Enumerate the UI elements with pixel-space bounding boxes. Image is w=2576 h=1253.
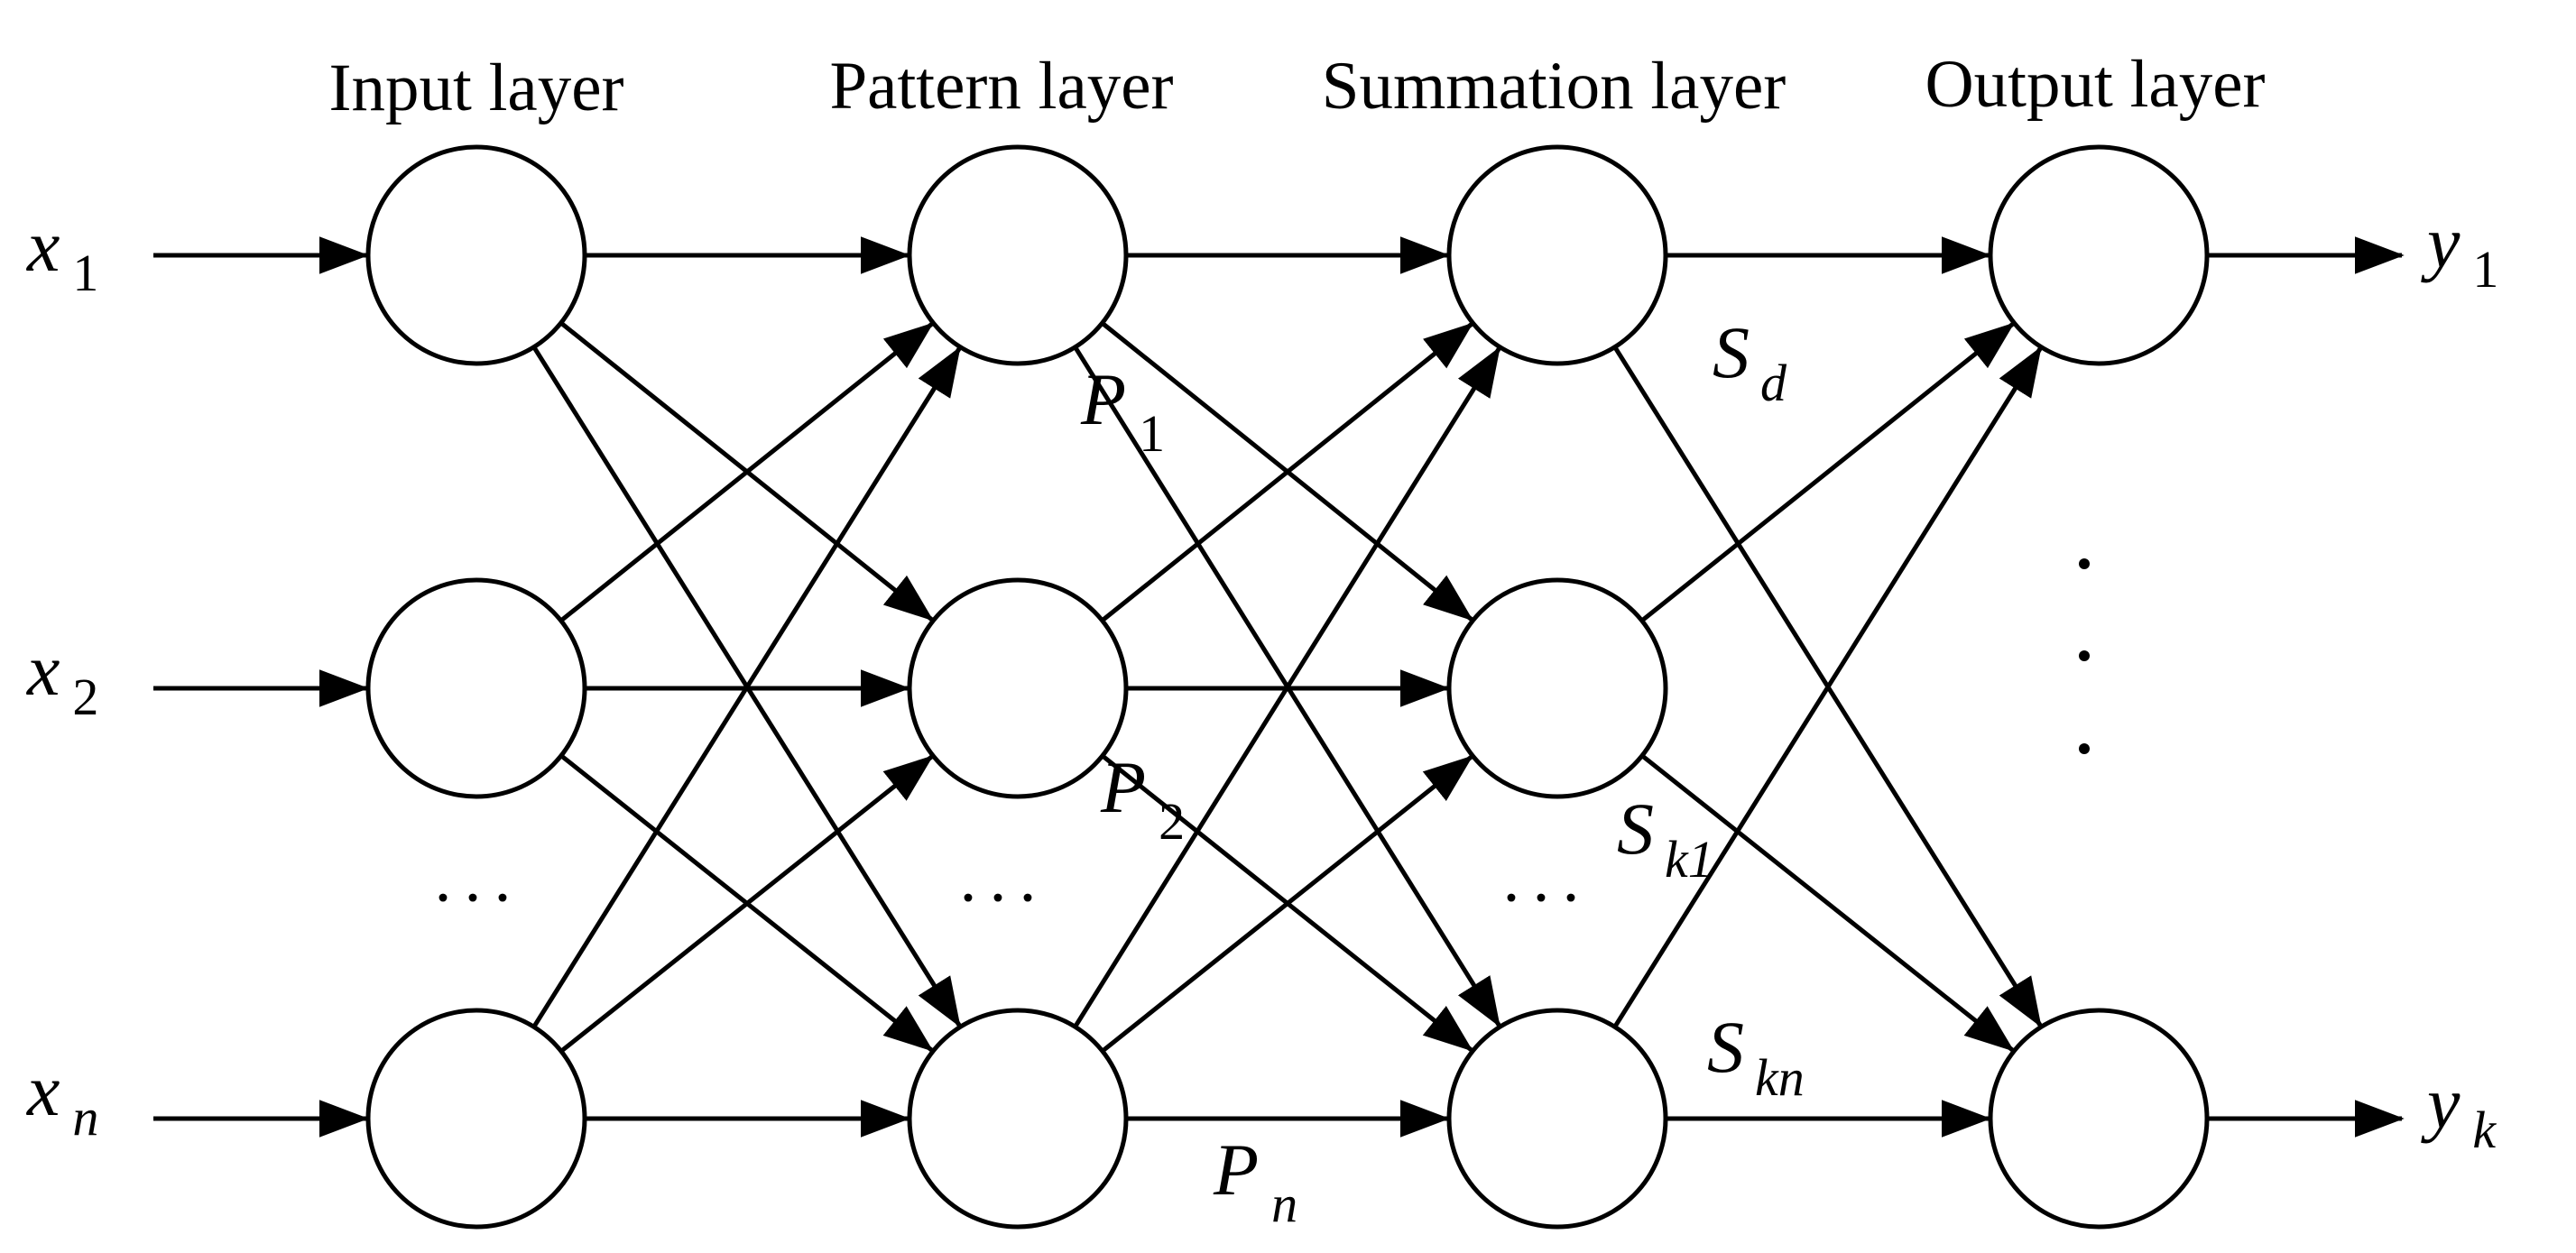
input-layer-ellipsis: ··· xyxy=(432,861,522,935)
input-to-pattern-edge-2-1 xyxy=(559,322,934,622)
input-neuron-2 xyxy=(365,577,587,799)
output-neuron-2 xyxy=(1988,1008,2210,1230)
pattern-to-summation-edge-3-1 xyxy=(1073,346,1501,1028)
pattern-layer-ellipsis: ··· xyxy=(957,861,1047,935)
summation-to-output-edge-3-1 xyxy=(1612,346,2043,1028)
pattern-to-summation-edge-3-2 xyxy=(1101,755,1473,1054)
input-neuron-3 xyxy=(365,1008,587,1230)
output-neuron-1 xyxy=(1988,144,2210,366)
pattern-neuron-2 xyxy=(907,577,1129,799)
summation-neuron-1 xyxy=(1446,144,1668,366)
summation-layer-ellipsis: ··· xyxy=(1500,861,1590,935)
connections xyxy=(153,236,2405,1138)
summation-to-output-edge-2-2 xyxy=(1640,753,2015,1053)
pattern-neuron-1 xyxy=(907,144,1129,366)
output-layer-title: Output layer xyxy=(1925,47,2266,122)
input-to-pattern-edge-3-2 xyxy=(559,754,934,1054)
summation-layer-title: Summation layer xyxy=(1322,49,1787,124)
pattern-neuron-3 xyxy=(907,1008,1129,1230)
summation-to-output-edge-2-1 xyxy=(1640,322,2015,622)
input-layer-title: Input layer xyxy=(329,51,624,125)
neurons xyxy=(365,144,2210,1230)
output-layer-vertical-ellipsis xyxy=(2079,558,2090,754)
pattern-layer-title: Pattern layer xyxy=(829,49,1173,124)
pattern-to-summation-edge-2-1 xyxy=(1101,322,1474,622)
input-neuron-1 xyxy=(365,144,587,366)
summation-neuron-3 xyxy=(1446,1008,1668,1230)
input-to-pattern-edge-3-1 xyxy=(531,346,962,1028)
summation-neuron-2 xyxy=(1446,577,1668,799)
